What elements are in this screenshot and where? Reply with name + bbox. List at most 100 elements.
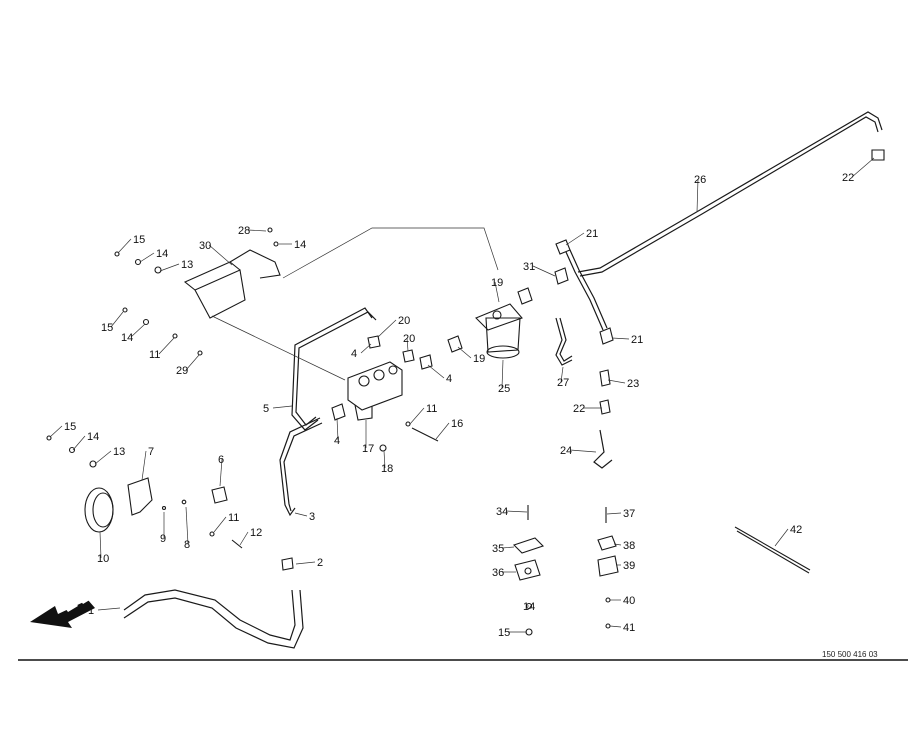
callout-8: 8 — [184, 539, 190, 551]
callout-leader-37 — [606, 512, 622, 515]
callout-leader-4 — [427, 364, 445, 379]
callout-leader-14 — [139, 252, 155, 263]
callout-14: 14 — [87, 431, 99, 443]
callout-39: 39 — [623, 560, 635, 572]
callout-leader-34 — [505, 510, 528, 513]
callout-leader-21 — [611, 337, 630, 340]
callout-leader-20 — [406, 337, 409, 352]
callout-2: 2 — [317, 557, 323, 569]
callout-4: 4 — [446, 373, 452, 385]
callout-leader-15 — [117, 238, 132, 254]
callout-19: 19 — [473, 353, 485, 365]
callout-leader-28 — [247, 229, 267, 232]
callout-leader-42 — [774, 528, 789, 547]
callout-4: 4 — [351, 348, 357, 360]
callout-14: 14 — [121, 332, 133, 344]
callout-21: 21 — [586, 228, 598, 240]
callout-23: 23 — [627, 378, 639, 390]
callout-26: 26 — [694, 174, 706, 186]
callout-28: 28 — [238, 225, 250, 237]
callout-leader-8 — [185, 506, 189, 545]
forward-direction-arrow-icon — [30, 590, 95, 628]
callout-leader-11 — [213, 516, 227, 533]
callout-leader-11 — [409, 407, 425, 425]
callout-leader-35 — [501, 546, 515, 549]
callout-leader-25 — [501, 359, 504, 389]
callout-16: 16 — [451, 418, 463, 430]
callout-leader-19 — [494, 281, 500, 303]
callout-leader-21 — [565, 232, 585, 246]
callout-leader-11 — [158, 337, 175, 355]
document-id: 150 500 416 03 — [822, 650, 878, 659]
callout-leader-18 — [383, 450, 386, 469]
part-drawings — [46, 111, 885, 649]
callout-15: 15 — [64, 421, 76, 433]
callout-27: 27 — [557, 377, 569, 389]
callout-1: 1 — [88, 605, 94, 617]
callout-leader-3 — [294, 512, 308, 517]
callout-leader-15 — [49, 425, 63, 438]
callout-labels: 1234445678910111111121313141414141415151… — [64, 172, 854, 639]
callout-leader-38 — [613, 543, 622, 546]
callout-leader-4 — [336, 417, 339, 441]
callout-12: 12 — [250, 527, 262, 539]
callout-17: 17 — [362, 443, 374, 455]
callout-19: 19 — [491, 277, 503, 289]
callout-leader-13 — [159, 263, 180, 272]
callout-13: 13 — [113, 446, 125, 458]
callout-35: 35 — [492, 543, 504, 555]
callout-leader-41 — [609, 625, 622, 628]
callout-13: 13 — [181, 259, 193, 271]
callout-25: 25 — [498, 383, 510, 395]
callout-leader-1 — [97, 607, 121, 611]
callout-15: 15 — [498, 627, 510, 639]
callout-22: 22 — [842, 172, 854, 184]
callout-42: 42 — [790, 524, 802, 536]
callout-leader-22 — [851, 157, 875, 178]
callout-15: 15 — [133, 234, 145, 246]
callout-7: 7 — [148, 446, 154, 458]
callout-15: 15 — [101, 322, 113, 334]
callout-21: 21 — [631, 334, 643, 346]
callout-36: 36 — [492, 567, 504, 579]
callout-leader-16 — [435, 422, 450, 440]
callout-41: 41 — [623, 622, 635, 634]
callout-leader-14 — [130, 323, 146, 338]
callout-9: 9 — [160, 533, 166, 545]
callout-leader-29 — [185, 354, 200, 371]
callout-11: 11 — [228, 512, 239, 524]
callout-leader-7 — [141, 450, 147, 481]
callout-5: 5 — [263, 403, 269, 415]
callout-leader-26 — [696, 178, 699, 213]
callout-14: 14 — [523, 601, 535, 613]
callout-20: 20 — [398, 315, 410, 327]
callout-3: 3 — [309, 511, 315, 523]
callout-11: 11 — [149, 349, 160, 361]
callout-leader-20 — [377, 319, 397, 338]
callout-24: 24 — [560, 445, 572, 457]
callout-14: 14 — [294, 239, 306, 251]
callout-leader-5 — [272, 405, 293, 409]
callout-leader-6 — [219, 458, 223, 487]
callout-31: 31 — [523, 261, 535, 273]
callout-14: 14 — [156, 248, 168, 260]
callout-4: 4 — [334, 435, 340, 447]
callout-10: 10 — [97, 553, 109, 565]
callout-11: 11 — [426, 403, 437, 415]
callout-leader-30 — [208, 244, 233, 266]
callout-leader-12 — [239, 531, 249, 546]
callout-leader-14 — [72, 435, 86, 451]
callout-34: 34 — [496, 506, 508, 518]
callout-29: 29 — [176, 365, 188, 377]
callout-leader-27 — [560, 366, 564, 383]
callout-6: 6 — [218, 454, 224, 466]
callout-20: 20 — [403, 333, 415, 345]
callout-leader-13 — [94, 450, 112, 465]
callout-37: 37 — [623, 508, 635, 520]
callout-leader-4 — [360, 343, 372, 354]
callout-leader-10 — [99, 531, 102, 559]
callout-18: 18 — [381, 463, 393, 475]
callout-40: 40 — [623, 595, 635, 607]
callout-leader-2 — [295, 561, 316, 565]
